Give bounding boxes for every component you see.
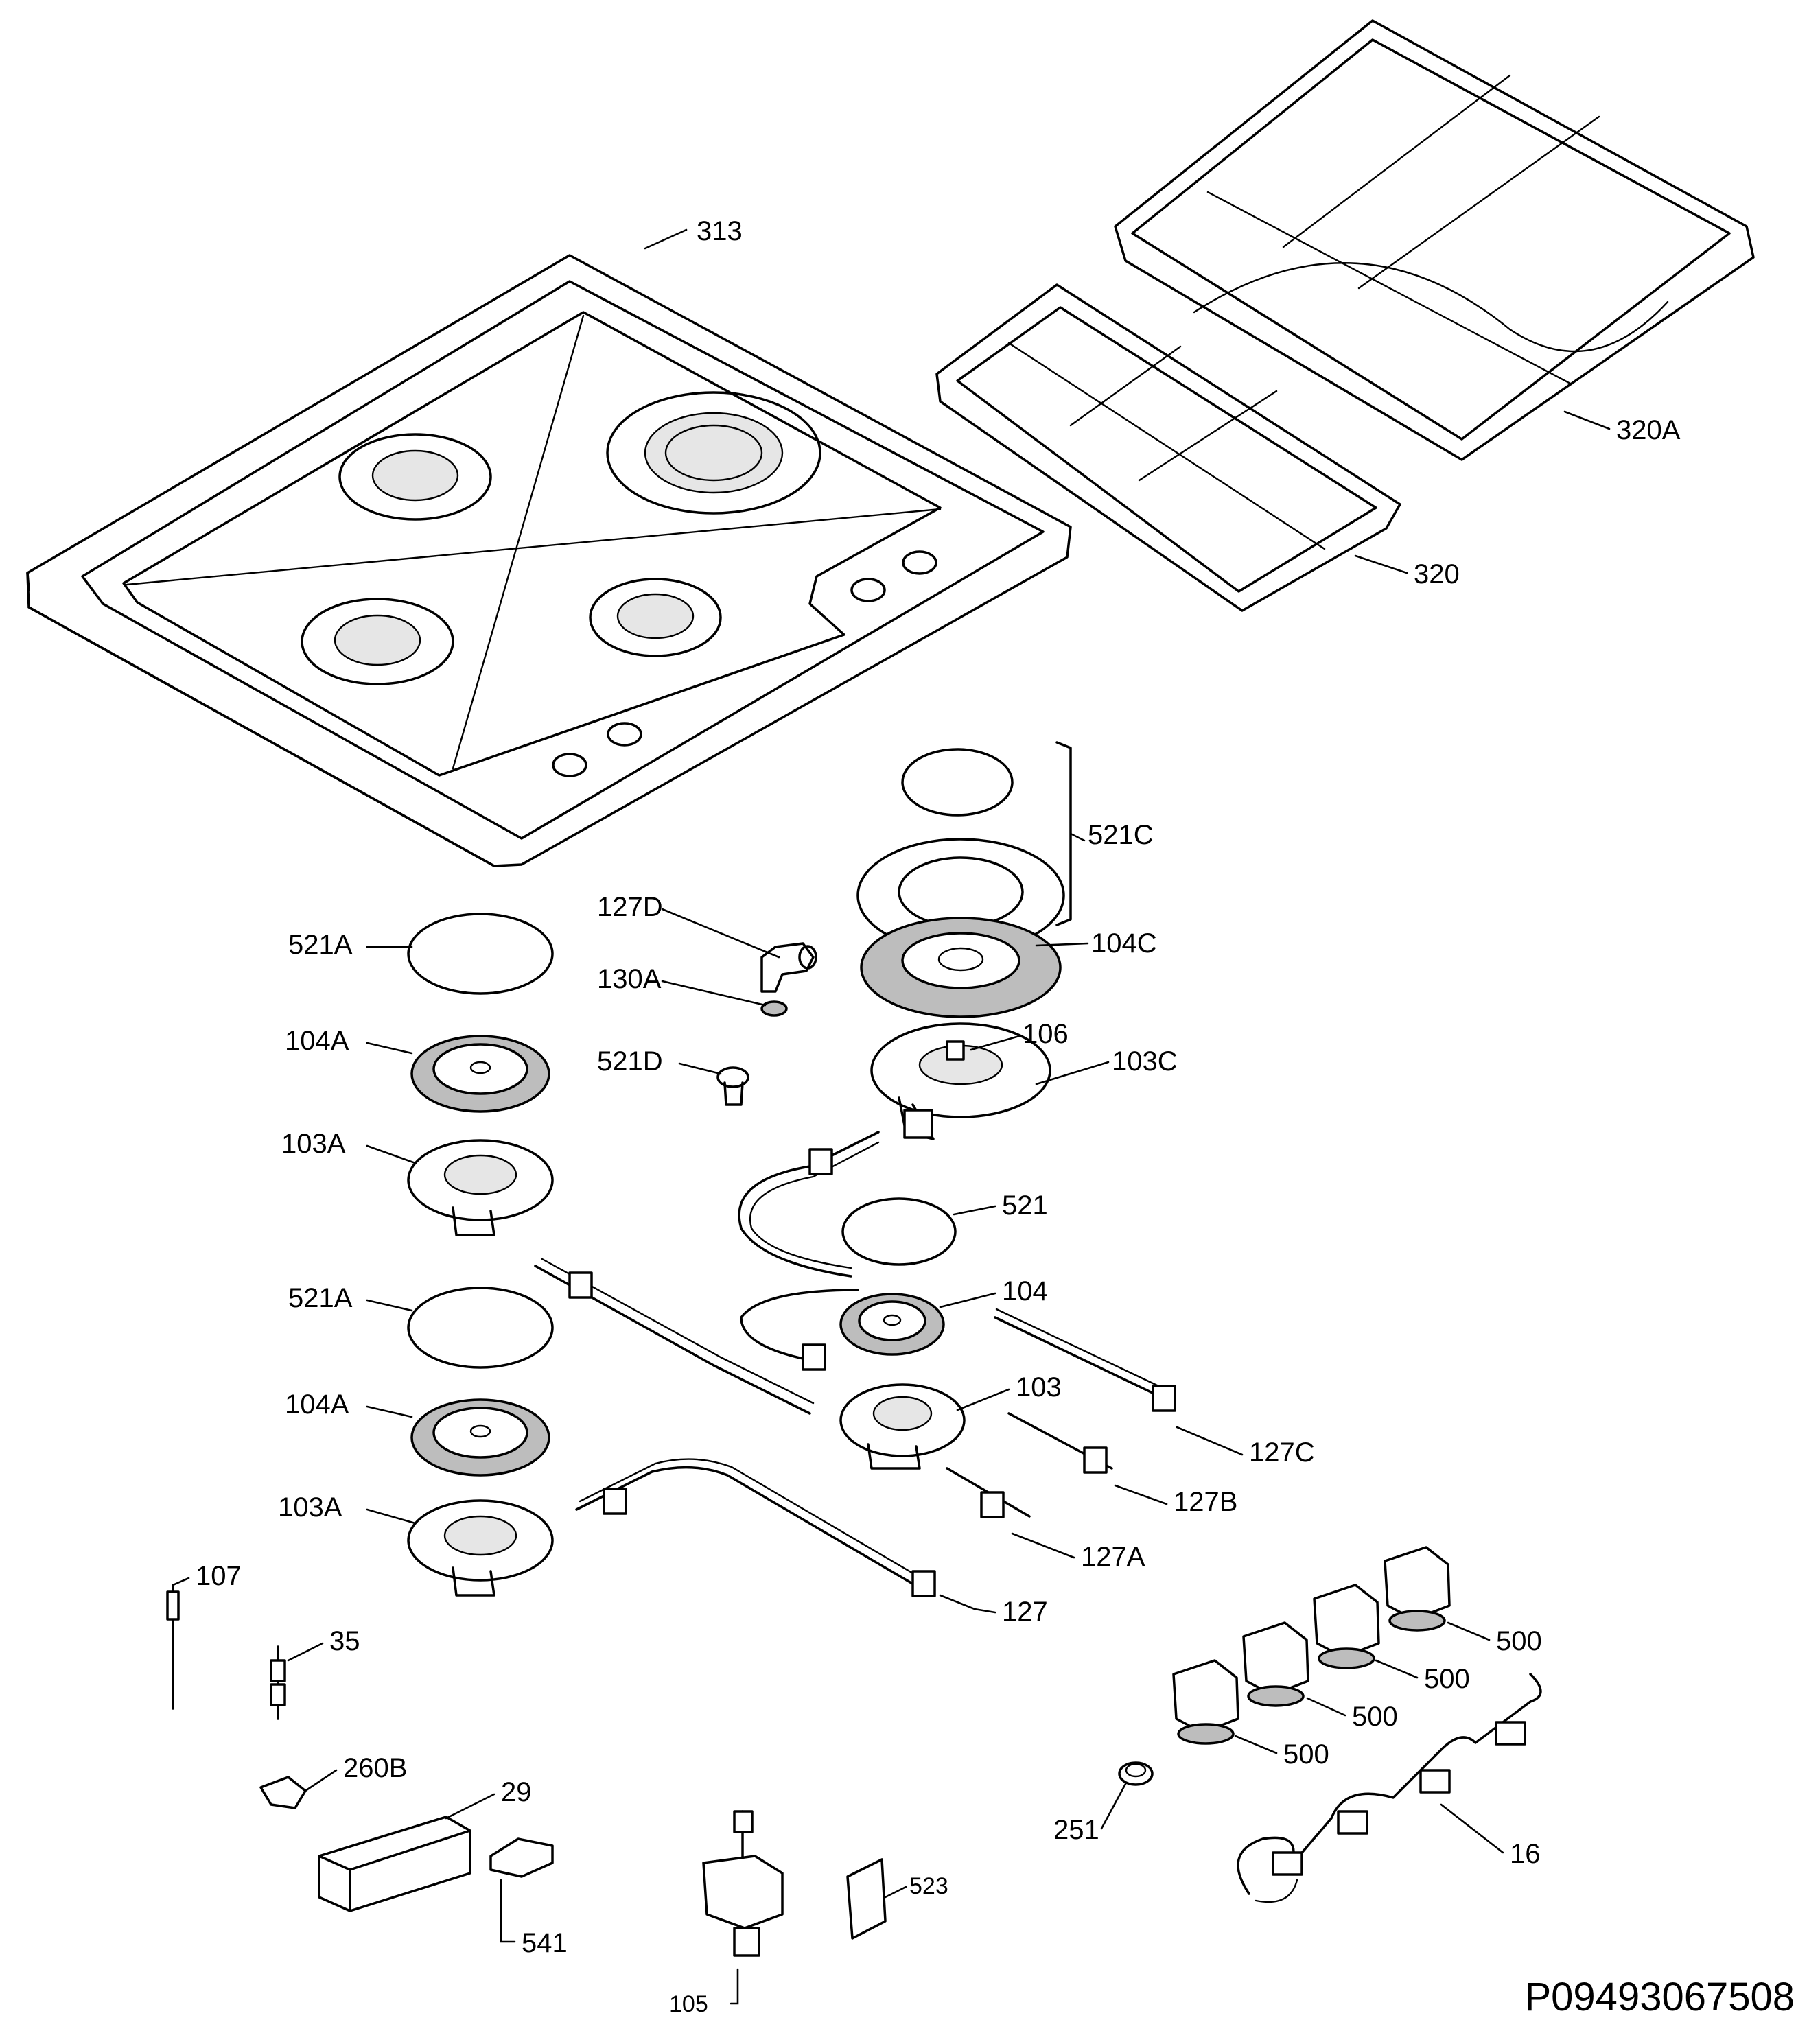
hob-top-plate — [26, 254, 1072, 867]
pan-support-small — [935, 283, 1401, 612]
label-127d: 127D — [597, 892, 663, 922]
label-500-4: 500 — [1283, 1739, 1329, 1770]
label-106: 106 — [1023, 1019, 1069, 1049]
label-500-1: 500 — [1496, 1626, 1542, 1656]
burner-base-103a-top — [407, 1139, 554, 1236]
thermocouple-107 — [166, 1584, 180, 1710]
gas-pipes — [534, 1131, 1176, 1597]
label-103a-top: 103A — [281, 1129, 346, 1159]
gas-valve-105 — [702, 1810, 784, 1957]
clip-260b — [259, 1776, 307, 1809]
label-103c: 103C — [1112, 1046, 1178, 1077]
burner-cap-521 — [841, 1197, 957, 1266]
burner-crown-104a-bottom — [410, 1398, 550, 1477]
label-16: 16 — [1510, 1839, 1541, 1869]
injector-106 — [946, 1040, 965, 1061]
label-103a-bottom: 103A — [278, 1492, 342, 1523]
burner-crown-104c — [860, 917, 1062, 1018]
label-127c: 127C — [1249, 1437, 1315, 1468]
spark-generator-29 — [318, 1816, 471, 1912]
bracket-521c — [1055, 741, 1086, 926]
burner-cap-521a-bottom — [407, 1287, 554, 1369]
burner-base-103c — [870, 1022, 1051, 1140]
connector-541 — [489, 1837, 554, 1878]
label-260b: 260B — [343, 1753, 407, 1783]
screw-521d — [716, 1066, 749, 1106]
label-127a: 127A — [1081, 1542, 1145, 1572]
burner-crown-104a-top — [410, 1035, 550, 1113]
elbow-127d — [760, 942, 817, 993]
label-251: 251 — [1053, 1815, 1099, 1845]
knob-500-4 — [1172, 1659, 1239, 1745]
label-320: 320 — [1414, 559, 1460, 589]
label-104: 104 — [1002, 1276, 1048, 1306]
label-35: 35 — [329, 1626, 360, 1656]
burner-crown-104 — [839, 1293, 945, 1356]
burner-base-103 — [839, 1383, 966, 1470]
label-521d: 521D — [597, 1046, 663, 1077]
document-code: P09493067508 — [1524, 1975, 1795, 2019]
label-127: 127 — [1002, 1597, 1048, 1627]
label-107: 107 — [196, 1561, 242, 1591]
label-521: 521 — [1002, 1190, 1048, 1221]
pan-support-large — [1114, 19, 1755, 461]
label-313: 313 — [697, 216, 743, 246]
label-103: 103 — [1016, 1372, 1062, 1402]
leader-lines — [172, 228, 1611, 2005]
label-521c: 521C — [1088, 820, 1154, 850]
label-104a-top: 104A — [285, 1026, 349, 1056]
label-29: 29 — [501, 1777, 532, 1807]
label-320a: 320A — [1616, 415, 1681, 445]
knob-500-3 — [1242, 1621, 1309, 1707]
washer-130a — [760, 1000, 788, 1017]
label-523: 523 — [909, 1873, 948, 1899]
label-500-3: 500 — [1352, 1702, 1398, 1732]
label-105: 105 — [669, 1991, 708, 2017]
burner-cap-521a-top — [407, 913, 554, 995]
burner-cap-521c — [856, 748, 1065, 953]
burner-base-103a-bottom — [407, 1499, 554, 1597]
bracket-523 — [846, 1858, 887, 1940]
label-500-2: 500 — [1424, 1664, 1470, 1694]
callout-labels: 313 320A 320 521C 104C 127D 130A 521A 10… — [196, 216, 1681, 2017]
label-521a-top: 521A — [288, 930, 353, 960]
label-521a-bottom: 521A — [288, 1283, 353, 1313]
label-104c: 104C — [1091, 928, 1157, 959]
knob-500-1 — [1384, 1546, 1451, 1632]
microswitch-harness-16 — [1237, 1673, 1542, 1903]
spring-251 — [1118, 1761, 1154, 1786]
label-127b: 127B — [1174, 1487, 1237, 1517]
label-104a-bottom: 104A — [285, 1389, 349, 1420]
ignition-electrode-35 — [270, 1645, 286, 1720]
label-541: 541 — [522, 1928, 568, 1958]
label-130a: 130A — [597, 964, 662, 994]
knob-500-2 — [1313, 1584, 1380, 1669]
